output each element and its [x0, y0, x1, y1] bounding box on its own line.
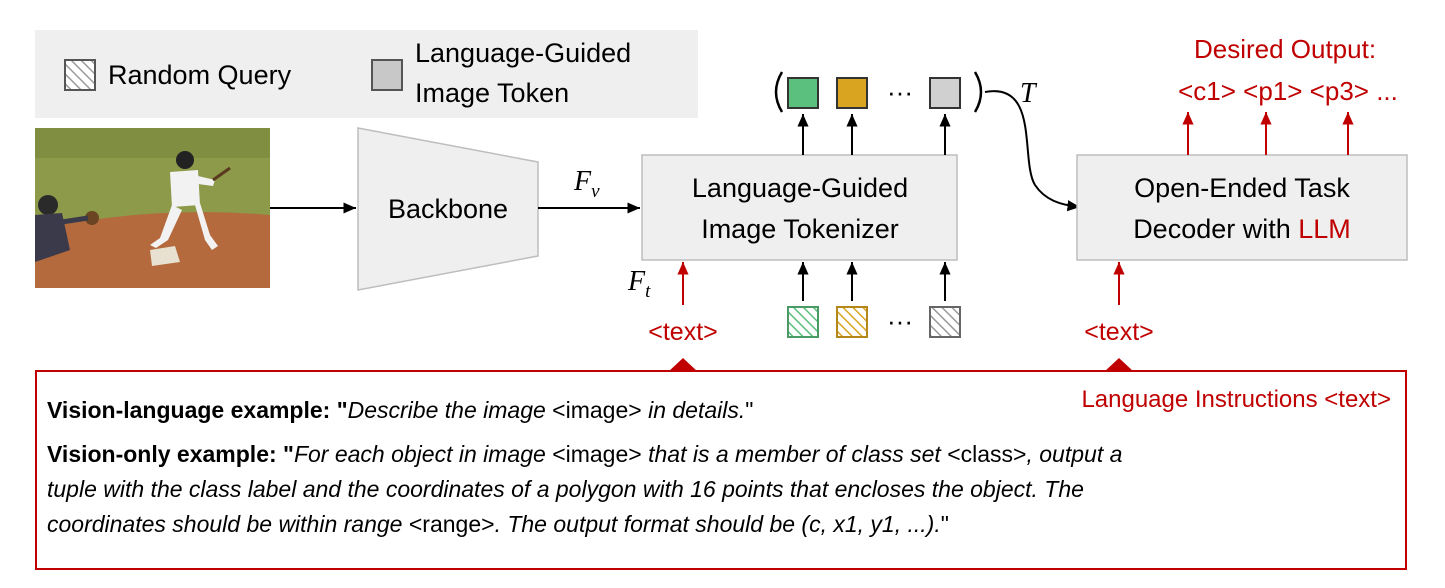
image-plate [150, 246, 180, 266]
image-batter [150, 151, 231, 250]
decoder-text-input: <text> [1084, 318, 1154, 346]
tokenizer-label-line2: Image Tokenizer [701, 214, 899, 244]
legend-background [35, 30, 698, 118]
output-token-group: ··· [774, 71, 983, 155]
vision-only-example-line2: tuple with the class label and the coord… [47, 473, 1084, 506]
vo-l3-text-1: coordinates should be within range [47, 511, 409, 537]
image-catcher [35, 195, 99, 262]
desired-output-sequence: <c1> <p1> <p3> ... [1178, 76, 1398, 106]
pointer-triangle-tokenizer [668, 358, 698, 372]
fv-label: Fv [573, 166, 600, 202]
backbone-label: Backbone [388, 194, 508, 224]
vo-text-1: For each object in image [293, 441, 553, 467]
vo-image-token: <image> [552, 441, 642, 467]
random-query-group: ··· [787, 262, 961, 338]
output-token-green [787, 77, 819, 109]
token-bracket-left [774, 71, 784, 113]
image-grass-far [35, 128, 270, 158]
decoder-block [1076, 154, 1408, 261]
backbone-block [357, 127, 539, 291]
random-query-gray [929, 306, 961, 338]
vo-line2-text: tuple with the class label and the coord… [47, 476, 1084, 502]
random-query-green [787, 306, 819, 338]
ft-label: Ft [627, 266, 651, 302]
legend-lg-token-line2: Image Token [415, 78, 569, 108]
legend-random-query-label: Random Query [108, 60, 292, 90]
tokenizer-block [641, 154, 958, 261]
output-token-yellow [836, 77, 868, 109]
random-query-yellow [836, 306, 868, 338]
vo-text-5: , output a [1026, 441, 1123, 467]
tokenizer-label-line1: Language-Guided [692, 173, 908, 203]
vl-quote-open: " [336, 397, 348, 423]
legend-lg-token-line1: Language-Guided [415, 38, 631, 68]
tokens-to-decoder-arrow [984, 90, 1081, 212]
legend: Random Query Language-Guided Image Token [35, 30, 698, 118]
language-guided-token-swatch [371, 59, 403, 91]
language-instruction-examples: Language Instructions <text> Vision-lang… [35, 370, 1407, 570]
output-token-ellipsis: ··· [887, 77, 913, 107]
input-image [35, 128, 270, 288]
vo-l3-text-3: . The output format should be (c, x1, y1… [494, 511, 941, 537]
vo-quote-close: " [940, 511, 949, 537]
vl-image-token: <image> [552, 397, 642, 423]
decoder-label-line2: Decoder with LLM [1133, 214, 1351, 244]
desired-output-title: Desired Output: [1194, 34, 1376, 64]
vl-example-label: Vision-language example: [47, 397, 337, 423]
random-query-swatch [64, 59, 96, 91]
tokenizer-text-input: <text> [648, 318, 718, 346]
output-token-gray [929, 77, 961, 109]
vl-quote-close: " [745, 397, 754, 423]
vo-quote-open: " [283, 441, 294, 467]
vision-only-example-line1: Vision-only example: "For each object in… [47, 438, 1122, 471]
random-query-ellipsis: ··· [887, 306, 913, 336]
vo-range-token: <range> [408, 511, 495, 537]
vision-language-example: Vision-language example: "Describe the i… [47, 394, 753, 427]
vo-class-token: <class> [947, 441, 1027, 467]
vo-text-3: that is a member of class set [641, 441, 948, 467]
vision-only-example-line3: coordinates should be within range <rang… [47, 508, 949, 541]
decoder-label-line1: Open-Ended Task [1134, 173, 1350, 203]
pointer-triangle-decoder [1104, 358, 1134, 372]
vl-text-1: Describe the image [347, 397, 553, 423]
language-instructions-label: Language Instructions <text> [1081, 386, 1391, 413]
t-label: T [1020, 78, 1038, 109]
vo-example-label: Vision-only example: [47, 441, 284, 467]
vl-text-3: in details. [641, 397, 746, 423]
token-bracket-right [973, 71, 983, 113]
